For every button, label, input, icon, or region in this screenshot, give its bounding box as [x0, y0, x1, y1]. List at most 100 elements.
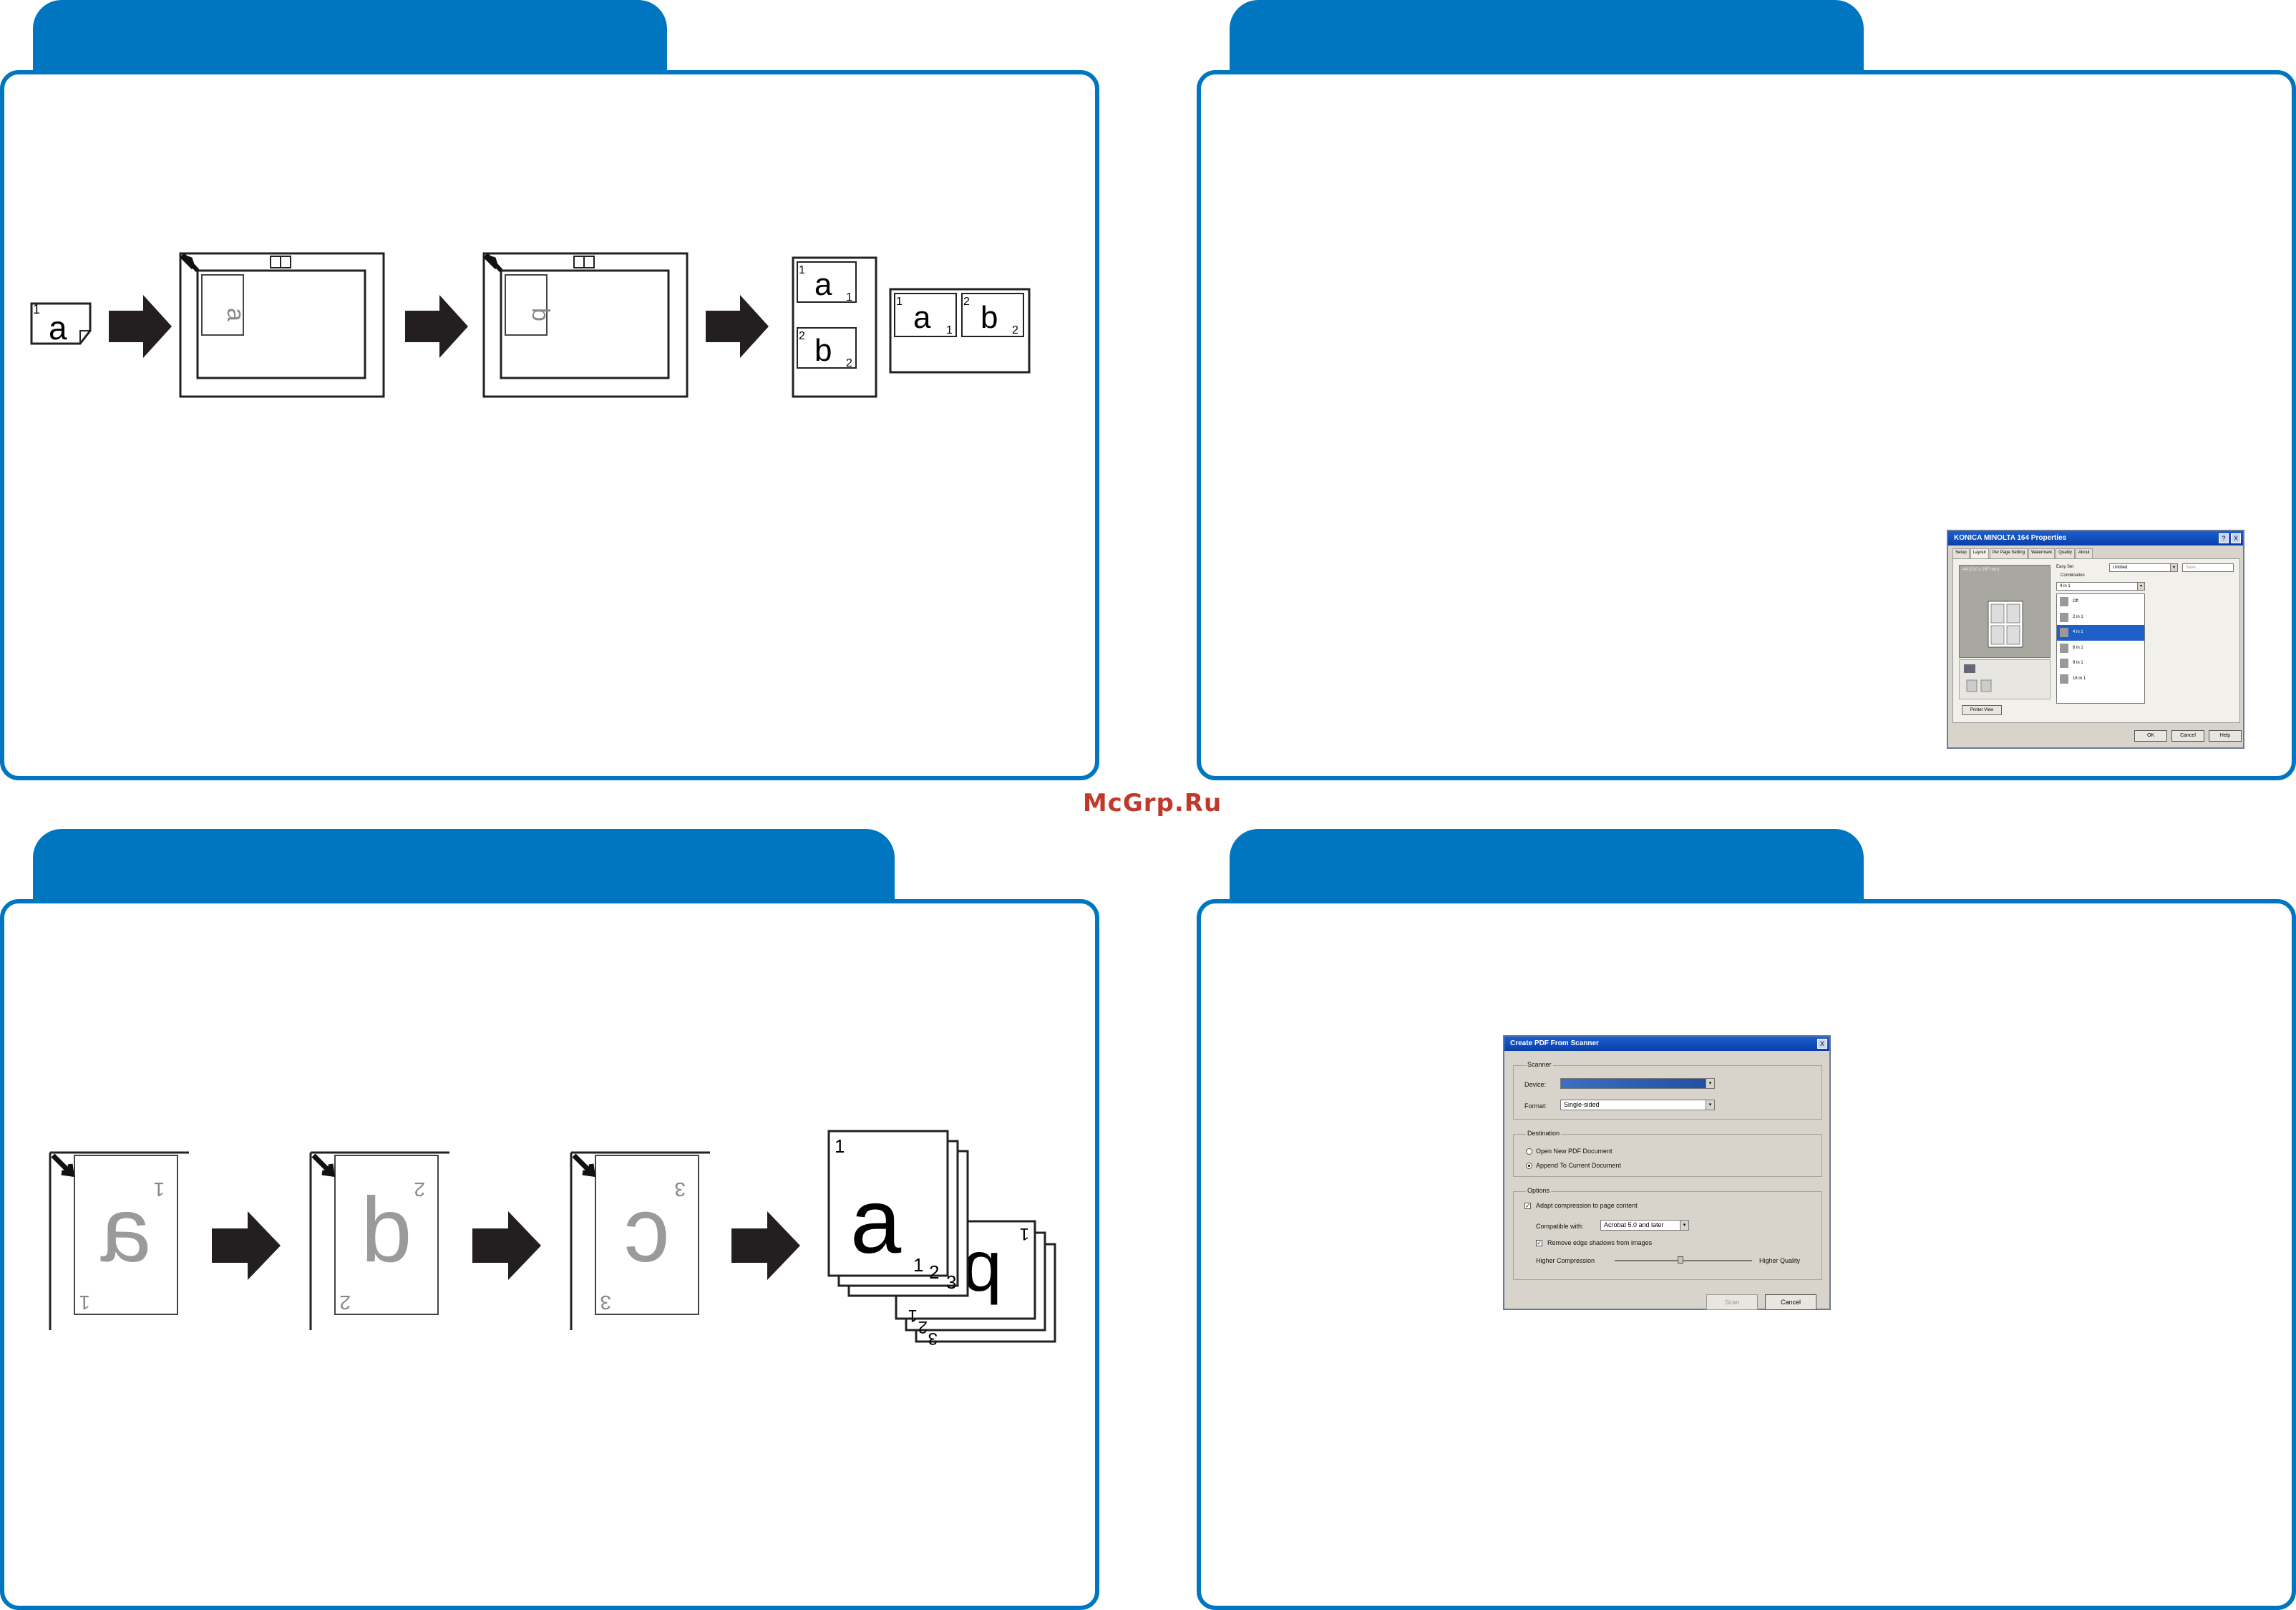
- corner-arrow-icon: [51, 1153, 75, 1178]
- list-item[interactable]: 16 in 1: [2057, 671, 2144, 687]
- tab-setup[interactable]: Setup: [1952, 548, 1970, 558]
- scan1-letter: a: [222, 308, 249, 321]
- stack-label: 2: [929, 1261, 939, 1283]
- list-item[interactable]: 6 in 1: [2057, 641, 2144, 656]
- out-page-num: 1: [799, 264, 805, 276]
- list-item-selected[interactable]: 4 in 1: [2057, 625, 2144, 641]
- page-number: 2: [339, 1291, 351, 1314]
- list-item[interactable]: 2 in 1: [2057, 610, 2144, 626]
- format-label: Format:: [1524, 1102, 1547, 1110]
- tab-watermark[interactable]: Watermark: [2028, 548, 2056, 558]
- options-group: [1513, 1191, 1822, 1280]
- combination-select[interactable]: 4 in 1▾: [2056, 582, 2145, 591]
- stack-label: 2: [918, 1317, 928, 1337]
- out-sub-num: 1: [846, 291, 852, 304]
- printer-icon: [1964, 664, 1992, 692]
- book-icon: [270, 256, 291, 268]
- device-label: Device:: [1524, 1081, 1547, 1088]
- printer-properties-dialog: KONICA MINOLTA 164 Properties ? X Setup …: [1947, 530, 2244, 749]
- close-icon[interactable]: X: [2231, 533, 2241, 543]
- preview-caption: A4 (210 x 297 mm): [1962, 568, 2000, 572]
- panel-body: [0, 70, 1099, 780]
- compatible-label: Compatible with:: [1536, 1223, 1584, 1230]
- out-sub-num: 2: [846, 357, 852, 369]
- easy-set-select[interactable]: Untitled▾: [2109, 563, 2178, 572]
- stack-label: 1: [913, 1254, 923, 1276]
- output-portrait-2in1: 1 a 1 2 b 2: [792, 256, 877, 398]
- page-number: 1: [79, 1291, 90, 1314]
- out-sub-num: 2: [1012, 324, 1018, 336]
- list-item[interactable]: 9 in 1: [2057, 656, 2144, 671]
- higher-quality-label: Higher Quality: [1759, 1257, 1801, 1264]
- device-select[interactable]: ▾: [1560, 1078, 1715, 1089]
- ok-button[interactable]: OK: [2134, 730, 2167, 742]
- chevron-down-icon: ▾: [1706, 1100, 1714, 1110]
- scanned-page-a: a 1 1: [49, 1151, 189, 1330]
- open-new-radio[interactable]: [1526, 1148, 1532, 1155]
- layout-tab-body: A4 (210 x 297 mm) Printer View Easy Set …: [1952, 558, 2240, 723]
- scan-button[interactable]: Scan: [1706, 1294, 1758, 1310]
- dialog-title: KONICA MINOLTA 164 Properties: [1948, 531, 2243, 545]
- chevron-down-icon: ▾: [1680, 1221, 1688, 1230]
- higher-compression-label: Higher Compression: [1536, 1257, 1595, 1264]
- panel-header-tab: [1230, 829, 1864, 903]
- panel-header-tab: [33, 829, 895, 903]
- list-item[interactable]: Off: [2057, 594, 2144, 610]
- combination-label: Combination: [2061, 573, 2085, 578]
- stack-back-letter: b: [962, 1237, 1002, 1317]
- compatible-select[interactable]: Acrobat 5.0 and later▾: [1600, 1220, 1689, 1231]
- remove-shadows-checkbox[interactable]: ✓: [1536, 1240, 1542, 1246]
- options-group-label: Options: [1526, 1187, 1552, 1194]
- stack-label: 3: [946, 1271, 956, 1293]
- tab-layout[interactable]: Layout: [1970, 548, 1989, 558]
- out-page-num: 2: [799, 330, 805, 342]
- sort-originals-diagram: a 1 1 b 2 2 c 3 3 b 1 1 2 3 1 a: [49, 1130, 1056, 1348]
- original-page-number: 1: [33, 302, 40, 316]
- out-letter: b: [981, 300, 998, 335]
- append-radio[interactable]: [1526, 1163, 1532, 1169]
- cancel-button[interactable]: Cancel: [2171, 730, 2204, 742]
- combine-originals-diagram: 1 a a b 1 a 1 2 b 2 1 a: [30, 252, 1031, 398]
- out-page-num: 2: [963, 296, 970, 308]
- cancel-button[interactable]: Cancel: [1765, 1294, 1816, 1310]
- help-icon[interactable]: ?: [2219, 533, 2229, 543]
- remove-shadows-label: Remove edge shadows from images: [1547, 1239, 1653, 1246]
- adapt-label: Adapt compression to page content: [1536, 1202, 1638, 1209]
- output-landscape-2in1: 1 a 1 2 b 2: [889, 288, 1031, 374]
- stack-label: 1: [1020, 1224, 1029, 1243]
- quality-slider-track: [1615, 1260, 1752, 1261]
- book-icon: [573, 256, 595, 268]
- dialog-title: Create PDF From Scanner: [1504, 1037, 1829, 1051]
- panel-combine-originals: [0, 0, 1099, 780]
- panel-header-tab: [33, 0, 667, 74]
- arrow-right-icon: [731, 1211, 800, 1280]
- format-select[interactable]: Single-sided▾: [1560, 1100, 1715, 1110]
- adapt-checkbox[interactable]: ✓: [1524, 1203, 1531, 1209]
- stack-front-number: 1: [835, 1135, 845, 1157]
- tab-about[interactable]: About: [2075, 548, 2093, 558]
- panel-sort-originals: [0, 829, 1099, 1610]
- tab-quality[interactable]: Quality: [2056, 548, 2075, 558]
- quality-slider-thumb[interactable]: [1678, 1256, 1683, 1264]
- scanner-glass-1: a: [179, 252, 385, 398]
- page-letter: a: [100, 1179, 152, 1281]
- help-button[interactable]: Help: [2209, 730, 2242, 742]
- printer-view-button[interactable]: Printer View: [1962, 705, 2002, 715]
- stack-label: 3: [928, 1329, 938, 1348]
- out-letter: a: [814, 267, 832, 302]
- chevron-down-icon: ▾: [1706, 1079, 1714, 1088]
- corner-arrow-icon: [311, 1153, 336, 1178]
- close-icon[interactable]: X: [1817, 1039, 1827, 1049]
- arrow-right-icon: [706, 295, 769, 358]
- original-page: 1 a: [30, 302, 92, 346]
- panel-header-tab: [1230, 0, 1864, 74]
- scan2-letter: b: [527, 308, 554, 321]
- tab-per-page-setting[interactable]: Per Page Setting: [1989, 548, 2028, 558]
- save-button[interactable]: Save...: [2182, 563, 2234, 572]
- scanned-page-c: c 3 3: [570, 1151, 710, 1330]
- original-letter: a: [49, 309, 67, 346]
- page-number: 1: [153, 1178, 165, 1201]
- open-new-label: Open New PDF Document: [1536, 1148, 1612, 1155]
- page-number: 2: [414, 1178, 425, 1201]
- append-label: Append To Current Document: [1536, 1162, 1621, 1169]
